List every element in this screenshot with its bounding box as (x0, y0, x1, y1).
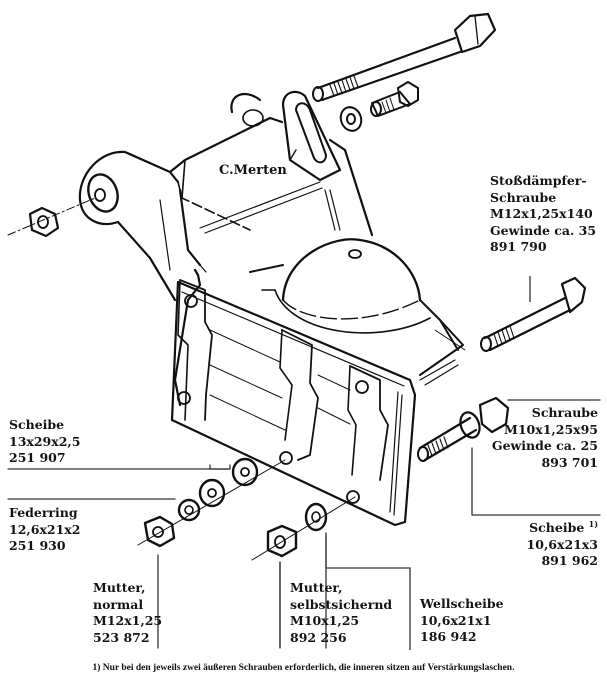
label-line: Schraube (490, 189, 557, 205)
label-line: M10x1,25x95 (504, 421, 598, 437)
label-line: Mutter, (93, 580, 146, 595)
small-bolt-top (339, 81, 419, 132)
label-line: 892 256 (290, 629, 347, 645)
label-line: 10,6x21x3 (526, 536, 598, 552)
shock-bolt-right (434, 276, 587, 352)
mounting-bracket (78, 90, 374, 407)
long-shock-bolt-top (312, 12, 497, 102)
label-line: M10x1,25 (290, 613, 360, 628)
label-line: 893 701 (541, 454, 598, 470)
label-line: Scheibe 1) (527, 520, 598, 537)
label-line: 251 907 (9, 450, 66, 465)
label-line: Mutter, (290, 580, 343, 595)
label-line: 523 872 (93, 629, 150, 645)
left-nut-axis (7, 197, 96, 238)
label-line: 12,6x21x2 (9, 521, 81, 537)
label-stossdaempfer-schraube: Stoßdämpfer- Schraube M12x1,25x140 Gewin… (490, 173, 596, 256)
label-line: 186 942 (420, 629, 477, 644)
bottom-left-fastener-stack (137, 457, 286, 548)
label-line: Stoßdämpfer- (490, 173, 587, 188)
label-line: Wellscheibe (420, 596, 504, 611)
label-line: M12x1,25 (93, 613, 163, 628)
footnote-mark: 1) (588, 519, 598, 529)
label-line: Federring (9, 505, 78, 520)
label-line: Schraube (531, 405, 598, 420)
label-line: Gewinde ca. 25 (491, 438, 598, 453)
label-scheibe-13: Scheibe 13x29x2,5 251 907 (9, 417, 80, 467)
rubber-buffer-dome (249, 238, 464, 386)
author-watermark: C.Merten (219, 163, 287, 178)
label-federring: Federring 12,6x21x2 251 930 (9, 505, 80, 555)
label-line: 10,6x21x1 (420, 612, 492, 628)
label-line: selbstsichernd (290, 596, 393, 612)
label-line: Scheibe (9, 417, 65, 432)
label-wellscheibe: Wellscheibe 10,6x21x1 186 942 (420, 596, 504, 646)
bottom-middle-fastener-stack (251, 496, 356, 561)
label-line: 891 962 (541, 553, 598, 568)
label-line: 13x29x2,5 (9, 433, 81, 449)
label-line: normal (93, 596, 144, 612)
front-mounting-plate (170, 279, 417, 527)
label-line: 251 930 (9, 538, 66, 553)
footnote: 1) Nur bei den jeweils zwei äußeren Schr… (92, 663, 515, 673)
part-name: Scheibe (529, 520, 585, 535)
label-mutter-normal: Mutter, normal M12x1,25 523 872 (93, 580, 162, 646)
bolt-m10 (417, 396, 510, 462)
label-scheibe-10-6: Scheibe 1) 10,6x21x3 891 962 (527, 520, 598, 570)
label-line: Gewinde ca. 35 (490, 222, 597, 238)
label-line: 891 790 (490, 239, 547, 254)
label-schraube-m10: Schraube M10x1,25x95 Gewinde ca. 25 893 … (492, 405, 598, 471)
label-mutter-selbstsichernd: Mutter, selbstsichernd M10x1,25 892 256 (290, 580, 392, 646)
label-line: M12x1,25x140 (490, 206, 593, 221)
